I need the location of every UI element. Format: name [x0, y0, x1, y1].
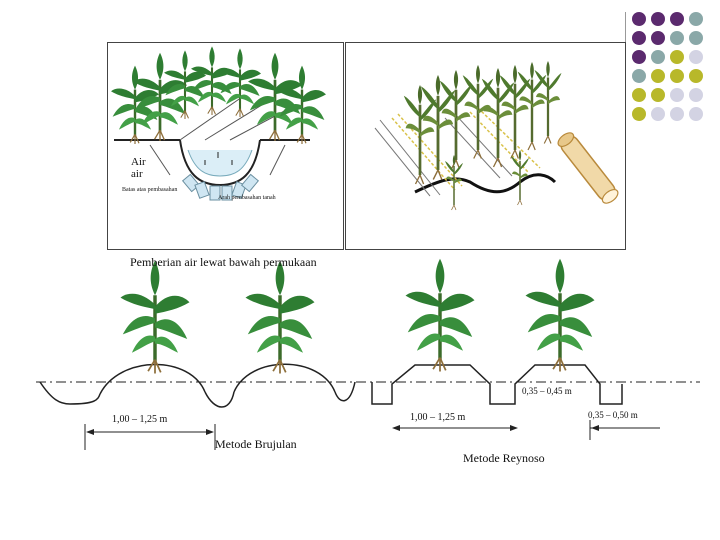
subsurface-pipe-icon — [557, 132, 619, 204]
dot — [689, 88, 703, 102]
dot — [632, 31, 646, 45]
dot — [670, 12, 684, 26]
dim-mid: 1,00 – 1,25 m — [410, 412, 466, 423]
dot — [689, 31, 703, 45]
dot — [689, 50, 703, 64]
dot — [632, 107, 646, 121]
dim-left: 1,00 – 1,25 m — [112, 414, 168, 425]
dot — [632, 69, 646, 83]
dot — [651, 69, 665, 83]
dot — [651, 50, 665, 64]
dot — [689, 107, 703, 121]
dot — [632, 50, 646, 64]
dim-right: 0,35 – 0,50 m — [588, 410, 638, 420]
label-air: Air — [131, 156, 146, 168]
caption-subsurface: Pemberian air lewat bawah permukaan — [130, 255, 317, 269]
dot — [651, 12, 665, 26]
wetting-blocks — [181, 173, 260, 201]
dot — [651, 31, 665, 45]
dot — [670, 88, 684, 102]
dot — [651, 107, 665, 121]
dot — [670, 31, 684, 45]
dot — [670, 107, 684, 121]
dot — [632, 88, 646, 102]
label-arah-pembasahan: Arah pembasahan tanah — [218, 195, 276, 201]
dot — [670, 50, 684, 64]
dot — [689, 12, 703, 26]
label-metode-reynoso: Metode Reynoso — [463, 451, 545, 465]
label-air-2: air — [131, 168, 143, 180]
dim-top-right: 0,35 – 0,45 m — [522, 386, 572, 396]
dot — [651, 88, 665, 102]
label-metode-brujulan: Metode Brujulan — [215, 437, 297, 451]
dot — [670, 69, 684, 83]
dot — [632, 12, 646, 26]
label-batas-atas: Batas atas pembasahan — [122, 187, 178, 193]
dot — [689, 69, 703, 83]
